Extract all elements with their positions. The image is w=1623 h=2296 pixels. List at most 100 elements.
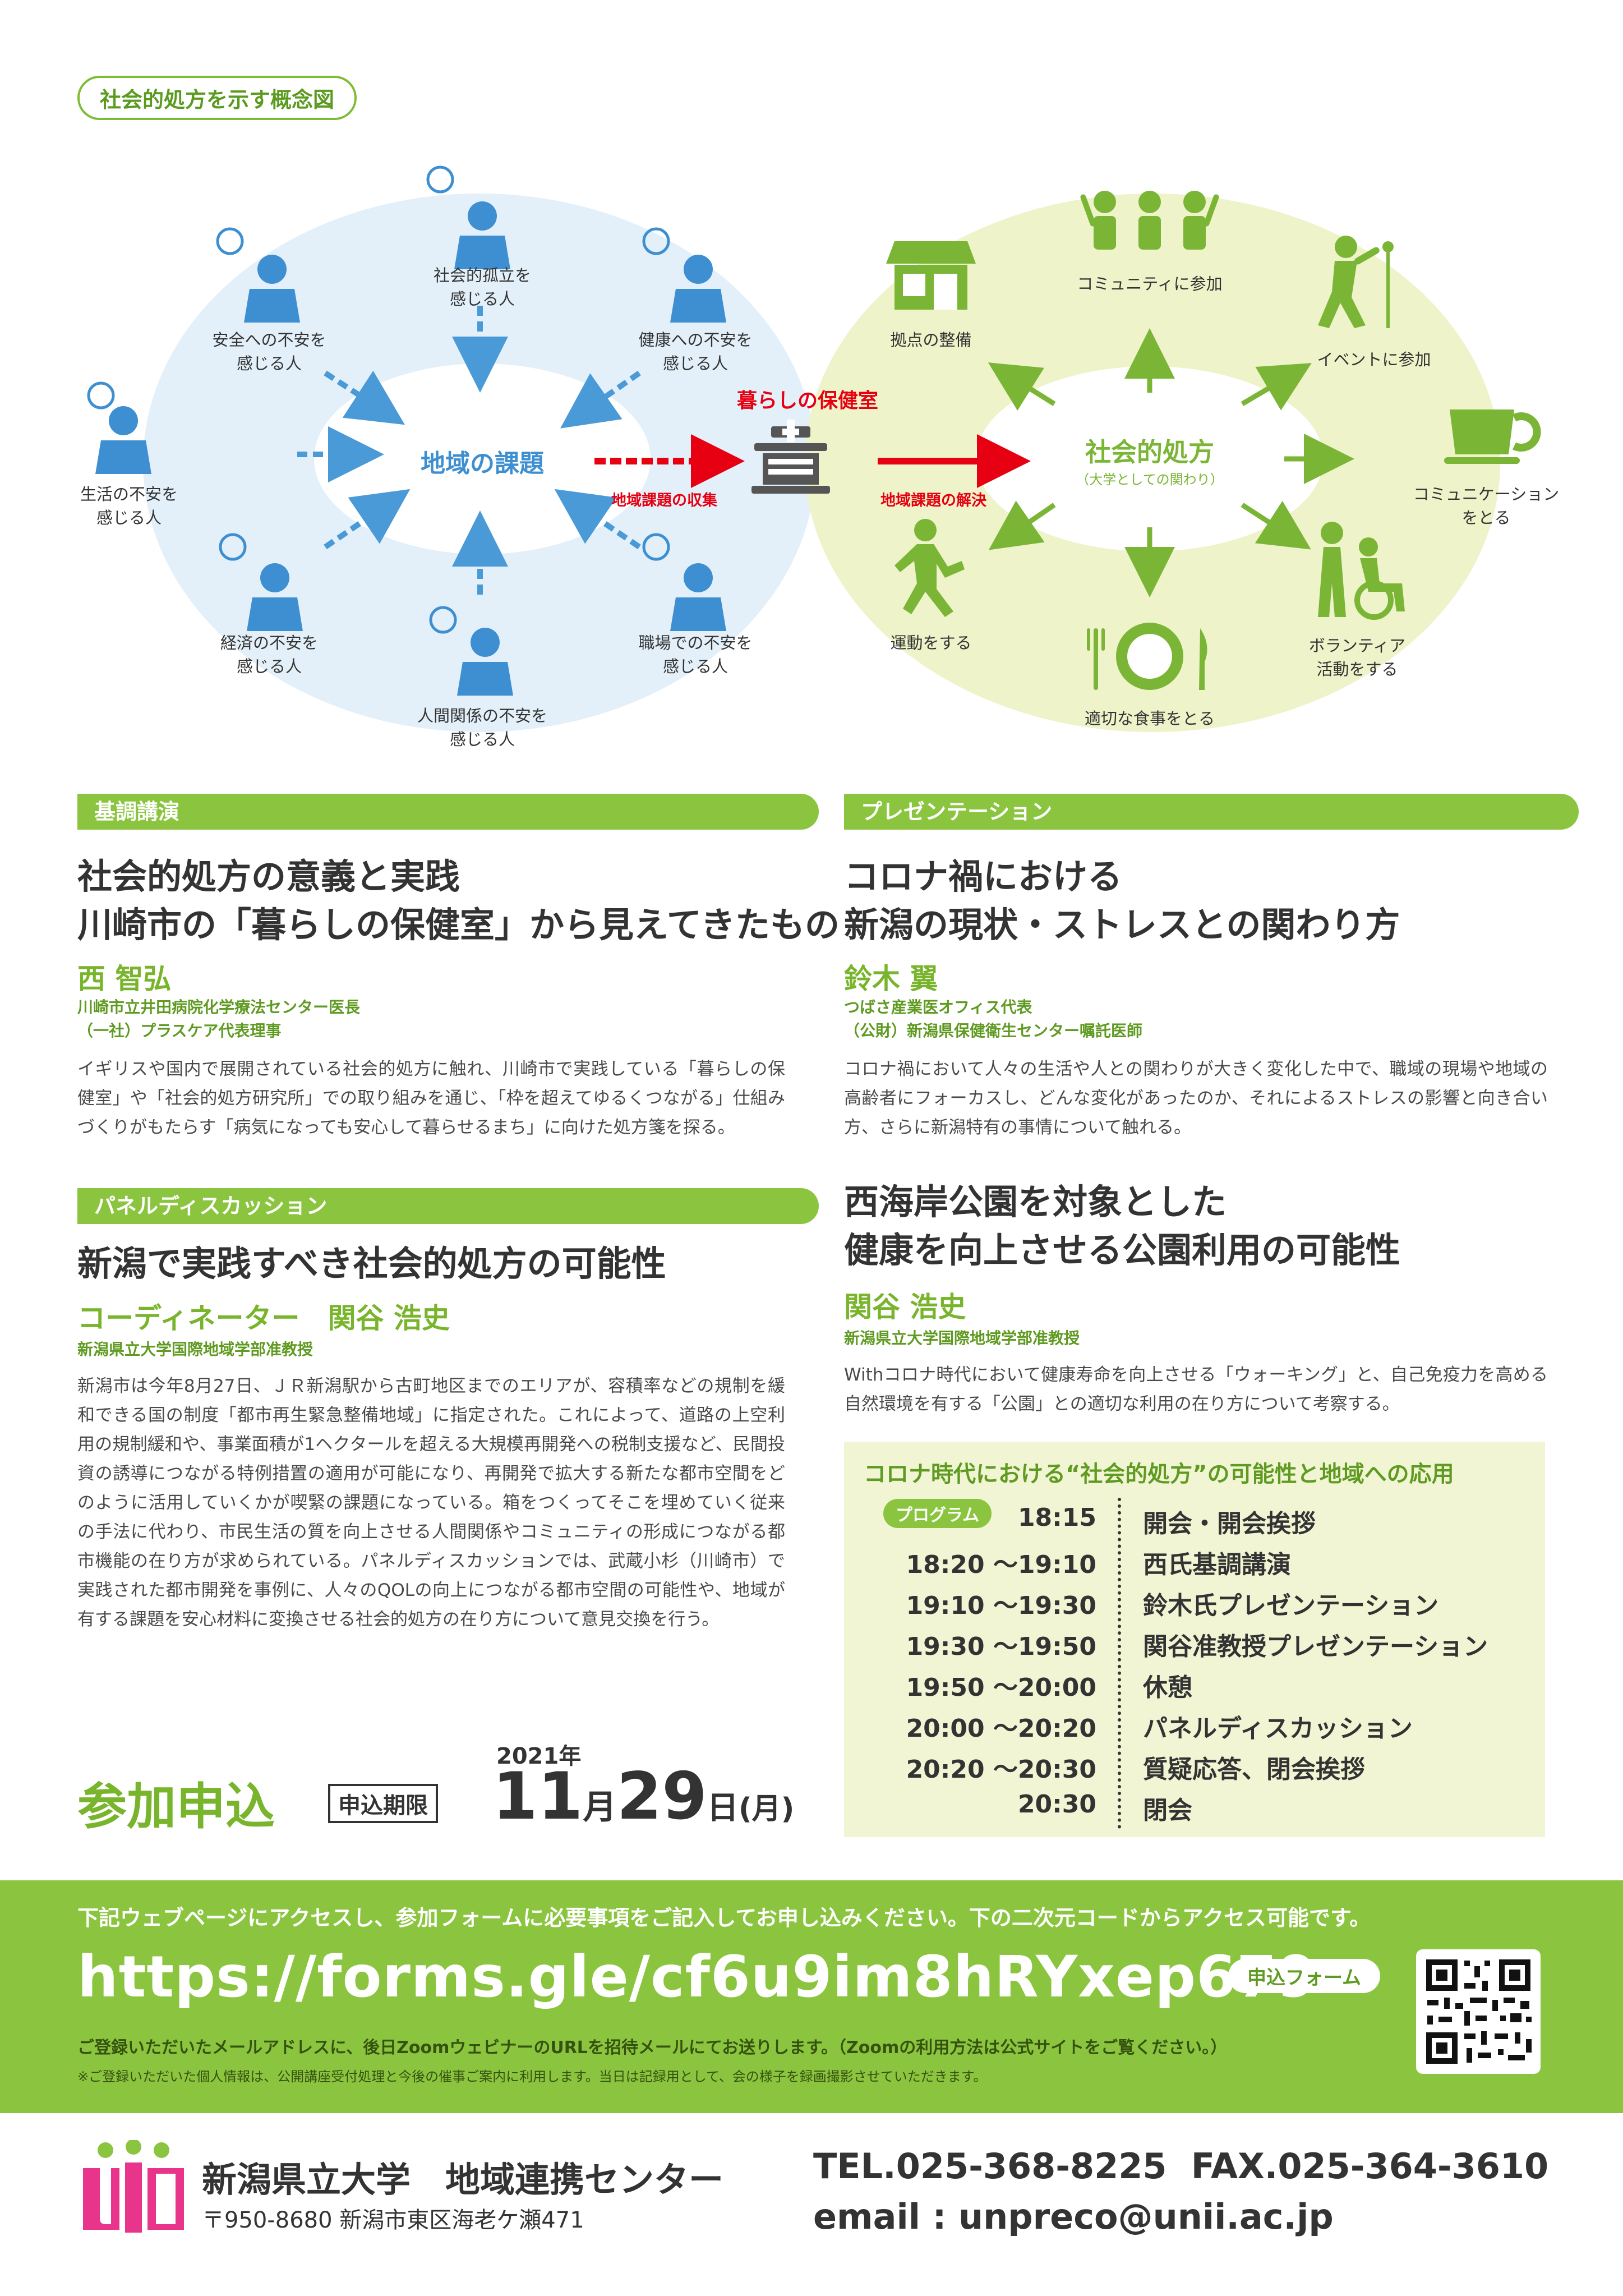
garrow-ur xyxy=(1241,363,1312,411)
right-inner xyxy=(976,366,1324,551)
hub-label: 暮らしの保健室 xyxy=(736,389,878,412)
panel-affiliation: 新潟県立大学国際地域学部准教授 xyxy=(77,1340,313,1359)
center-right-label: 社会的処方 xyxy=(1085,437,1214,467)
event-icon xyxy=(1318,236,1394,328)
presentation-title: コロナ禍における新潟の現状・ストレスとの関わり方 xyxy=(844,856,1400,945)
hospital-icon xyxy=(751,420,830,494)
apply-date: 11月29日(月) xyxy=(492,1759,794,1834)
program-item: 西氏基調講演 xyxy=(1143,1550,1291,1579)
qr-code-icon xyxy=(1426,1959,1532,2064)
program-divider xyxy=(1118,1498,1121,1829)
node-exercise: 運動をする xyxy=(890,633,972,652)
cup-icon xyxy=(1444,409,1541,464)
park-speaker: 関谷 浩史 xyxy=(844,1291,966,1323)
panel-body: 新潟市は今年8月27日、ＪＲ新潟駅から古町地区までのエリアが、容積率などの規制を… xyxy=(77,1376,785,1630)
person-icon-br xyxy=(642,533,726,631)
org-tel-fax: TEL.025-368-8225 FAX.025-364-3610 xyxy=(813,2146,1548,2187)
park-affiliation: 新潟県立大学国際地域学部准教授 xyxy=(844,1329,1080,1347)
apply-year: 2021年 xyxy=(496,1743,582,1769)
center-left-label: 地域の課題 xyxy=(421,449,544,478)
meal-icon xyxy=(1087,623,1207,690)
banner-note2: ※ご登録いただいた個人情報は、公開講座受付処理と今後の催事ご案内に利用します。当… xyxy=(77,2069,987,2085)
park-body: Withコロナ時代において健康寿命を向上させる「ウォーキング」と、自己免疫力を高… xyxy=(844,1365,1548,1414)
program-time: 19:30 ～19:50 xyxy=(906,1632,1096,1661)
presentation-affiliation: つばさ産業医オフィス代表（公財）新潟県保健衛生センター嘱託医師 xyxy=(844,998,1143,1040)
banner-intro: 下記ウェブページにアクセスし、参加フォームに必要事項をご記入してお申し込みくださ… xyxy=(77,1906,1371,1930)
node-economic-anxiety: 経済の不安を感じる人 xyxy=(220,633,318,676)
panel-speaker: コーディネーター 関谷 浩史 xyxy=(77,1302,450,1335)
person-icon-bottom xyxy=(429,606,513,696)
node-volunteer: ボランティア活動をする xyxy=(1308,636,1406,679)
org-address: 〒950-8680 新潟市東区海老ケ瀬471 xyxy=(202,2207,584,2233)
garrow-dl xyxy=(988,500,1056,550)
program-time: 19:50 ～20:00 xyxy=(906,1673,1096,1702)
volunteer-icon xyxy=(1318,522,1405,620)
program-time: 18:15 xyxy=(1017,1503,1096,1532)
deadline-label: 申込期限 xyxy=(328,1784,438,1823)
node-safety-anxiety: 安全への不安を感じる人 xyxy=(212,330,326,373)
presentation-body: コロナ禍において人々の生活や人との関わりが大きく変化した中で、職域の現場や地域の… xyxy=(844,1059,1548,1138)
keynote-speaker: 西 智弘 xyxy=(77,963,172,995)
node-workplace-anxiety: 職場での不安を感じる人 xyxy=(638,633,753,676)
garrow-dr xyxy=(1241,500,1311,550)
park-title: 西海岸公園を対象とした健康を向上させる公園利用の可能性 xyxy=(844,1181,1401,1271)
node-communication: コミュニケーションをとる xyxy=(1413,485,1560,527)
person-icon-left xyxy=(87,381,151,474)
keynote-title: 社会的処方の意義と実践川崎市の「暮らしの保健室」から見えてきたもの xyxy=(77,856,840,945)
form-label: 申込フォーム xyxy=(1228,1959,1380,1993)
solve-label: 地域課題の解決 xyxy=(880,492,986,509)
person-icon-top xyxy=(426,165,510,269)
collect-label: 地域課題の収集 xyxy=(611,492,717,509)
program-item: パネルディスカッション xyxy=(1143,1714,1413,1743)
arrow-tl xyxy=(324,370,405,425)
program-time: 19:10 ～19:30 xyxy=(906,1591,1096,1620)
program-time: 20:20 ～20:30 xyxy=(906,1755,1096,1784)
node-life-anxiety: 生活の不安を感じる人 xyxy=(80,485,178,527)
apply-title: 参加申込 xyxy=(77,1778,275,1835)
apply-weekday: (月) xyxy=(738,1792,795,1826)
node-relationship-anxiety: 人間関係の不安を感じる人 xyxy=(417,706,547,749)
org-email[interactable]: email : unpreco@unii.ac.jp xyxy=(813,2196,1334,2237)
university-logo xyxy=(83,2140,184,2233)
form-url[interactable]: https://forms.gle/cf6u9im8hRYxep679 xyxy=(77,1944,1318,2010)
node-meal: 適切な食事をとる xyxy=(1084,709,1215,728)
node-social-isolation: 社会的孤立を感じる人 xyxy=(433,266,531,309)
apply-day: 29 xyxy=(616,1759,707,1834)
arrow-bl xyxy=(324,489,411,550)
presentation-speaker: 鈴木 翼 xyxy=(844,963,938,995)
person-icon-bl xyxy=(219,533,303,631)
concept-label: 社会的処方を示す概念図 xyxy=(77,76,357,120)
shop-icon xyxy=(886,241,976,310)
arrow-br xyxy=(554,489,641,550)
program-item: 質疑応答、閉会挨拶 xyxy=(1143,1755,1365,1784)
banner-note1: ご登録いただいたメールアドレスに、後日ZoomウェビナーのURLを招待メールにて… xyxy=(77,2038,1228,2058)
node-base: 拠点の整備 xyxy=(890,330,972,349)
program-item: 開会・開会挨拶 xyxy=(1143,1510,1316,1538)
keynote-body: イギリスや国内で展開されている社会的処方に触れ、川崎市で実践している「暮らしの保… xyxy=(77,1059,785,1138)
center-right-sub: （大学としての関わり） xyxy=(1076,472,1224,487)
node-community: コミュニティに参加 xyxy=(1077,274,1223,293)
program-time: 20:30 xyxy=(1017,1790,1096,1819)
org-tel: TEL.025-368-8225 xyxy=(813,2146,1167,2187)
keynote-bar: 基調講演 xyxy=(77,794,819,830)
program-item: 休憩 xyxy=(1143,1673,1192,1702)
panel-title: 新潟で実践すべき社会的処方の可能性 xyxy=(77,1243,666,1284)
apply-month-unit: 月 xyxy=(583,1788,617,1827)
node-health-anxiety: 健康への不安を感じる人 xyxy=(638,330,753,373)
person-icon-tl xyxy=(216,227,300,323)
node-event: イベントに参加 xyxy=(1317,350,1431,369)
org-name: 新潟県立大学 地域連携センター xyxy=(202,2159,724,2200)
arrow-tr xyxy=(560,370,641,429)
program-item: 閉会 xyxy=(1143,1796,1192,1825)
garrow-ul xyxy=(988,362,1056,411)
application-banner xyxy=(0,1880,1623,2113)
program-title: コロナ時代における“社会的処方”の可能性と地域への応用 xyxy=(864,1461,1454,1487)
program-badge: プログラム xyxy=(883,1499,992,1528)
program-time: 18:20 ～19:10 xyxy=(906,1550,1096,1579)
concept-diagram xyxy=(87,165,1541,732)
person-icon-tr xyxy=(642,227,726,323)
qr-code[interactable] xyxy=(1416,1949,1541,2074)
program-item: 関谷准教授プレゼンテーション xyxy=(1143,1632,1488,1661)
org-fax: FAX.025-364-3610 xyxy=(1191,2146,1549,2187)
program-time: 20:00 ～20:20 xyxy=(906,1714,1096,1743)
